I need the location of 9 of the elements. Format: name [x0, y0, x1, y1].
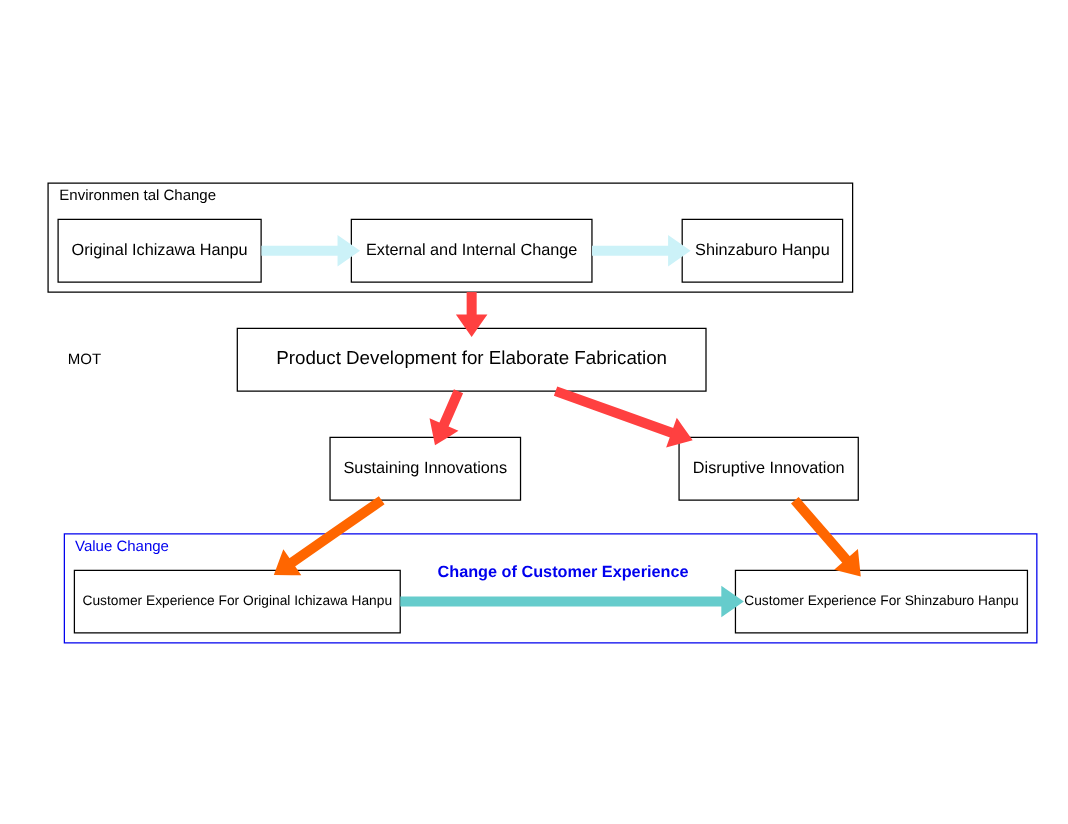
arrow	[592, 233, 691, 266]
arrow	[261, 233, 361, 266]
node-box: Product Development for Elaborate Fabrication	[236, 326, 707, 391]
arrow	[273, 495, 385, 575]
arrow	[429, 388, 464, 445]
arrow	[400, 584, 744, 617]
arrow	[791, 495, 861, 576]
arrow	[553, 385, 693, 447]
arrow	[455, 291, 488, 336]
